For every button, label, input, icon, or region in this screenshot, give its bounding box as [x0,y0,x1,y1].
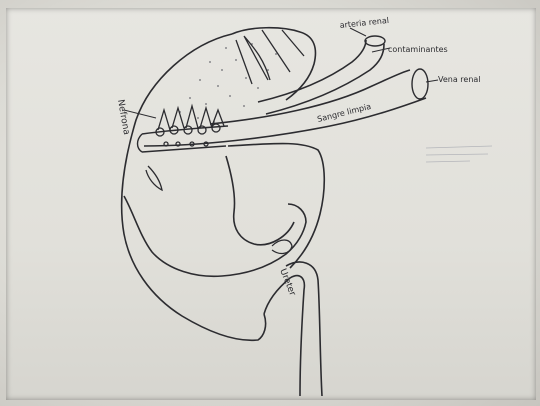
leader-arteria [350,28,366,36]
label-nefrona: Nefrona [115,99,131,136]
medulla-stripes [236,30,304,84]
label-arteria-renal: arteria renal [339,16,389,30]
faint-scribble [426,146,492,162]
kidney-outer-outline [122,34,266,340]
collecting-tube [138,126,229,152]
renal-pelvis [124,156,306,276]
renal-artery-opening [365,36,385,46]
label-sangre-limpia: Sangre limpia [316,102,372,124]
nephron-units [156,106,224,146]
label-contaminantes: contaminantes [388,45,448,54]
renal-vein-opening [412,69,428,99]
pelvis-outer-edge [228,144,324,269]
label-ureter: Ureter [277,267,297,297]
label-vena-renal: Vena renal [438,75,481,84]
inner-notch [146,166,162,190]
